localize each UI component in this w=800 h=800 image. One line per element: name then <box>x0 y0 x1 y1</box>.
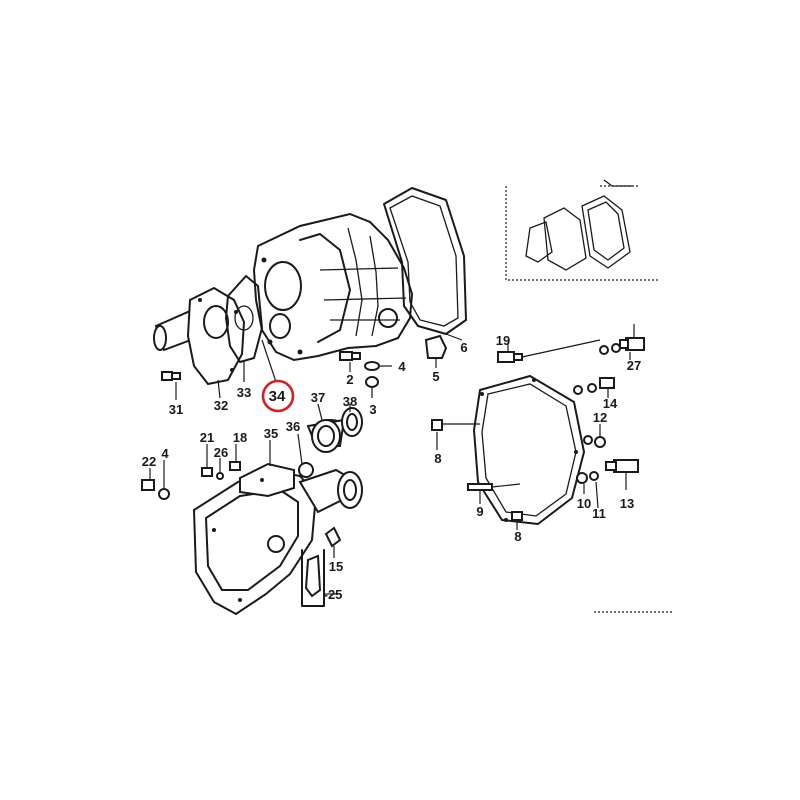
callout-19: 19 <box>496 333 510 348</box>
speedometer-gear-25 <box>301 526 342 607</box>
callout-8-upper: 8 <box>434 451 441 466</box>
callout-25: -25 <box>324 587 343 602</box>
callout-9: 9 <box>476 504 483 519</box>
callout-22: 22 <box>142 454 156 469</box>
extension-housing-35 <box>192 462 363 616</box>
callout-15: 15 <box>329 559 343 574</box>
callout-33: 33 <box>237 385 251 400</box>
callout-32: 32 <box>214 398 228 413</box>
gasket-6 <box>383 187 467 335</box>
bolt-2-group <box>339 351 392 398</box>
callout-31: 31 <box>169 402 183 417</box>
callout-8-lower: 8 <box>514 529 521 544</box>
callout-37: 37 <box>311 390 325 405</box>
side-cover-gasket <box>473 375 585 525</box>
inset-gasket-box <box>505 179 658 281</box>
callout-4-left: 4 <box>161 446 169 461</box>
highlight-ring <box>261 379 295 413</box>
gasket-33 <box>225 275 263 363</box>
transmission-case <box>252 212 414 362</box>
callout-13: 13 <box>620 496 634 511</box>
callout-34-highlighted: 34 <box>269 388 286 405</box>
callout-6: 6 <box>460 340 467 355</box>
callout-12: 12 <box>593 410 607 425</box>
callout-2: 2 <box>346 372 353 387</box>
plug-5 <box>424 334 448 359</box>
leader-lines <box>175 333 463 466</box>
callout-26: 26 <box>214 445 228 460</box>
bolt-31 <box>161 371 181 381</box>
fasteners-right <box>431 324 645 530</box>
bearing-retainer-32 <box>153 286 246 386</box>
callout-4-top: 4 <box>398 359 406 374</box>
sleeve-37 <box>306 418 346 453</box>
ring-38 <box>341 407 363 437</box>
callout-5: 5 <box>432 369 439 384</box>
callout-21: 21 <box>200 430 214 445</box>
callout-14: 14 <box>603 396 618 411</box>
callout-11: 11 <box>592 506 606 521</box>
callout-3: 3 <box>369 402 376 417</box>
callout-38: 38 <box>343 394 357 409</box>
callout-10: 10 <box>577 496 591 511</box>
small-parts-left <box>141 433 314 500</box>
callout-36: 36 <box>286 419 300 434</box>
callout-27: 27 <box>627 358 641 373</box>
callout-labels: 19 27 6 5 4 2 3 31 32 33 34 37 38 36 35 … <box>142 333 641 602</box>
callout-35: 35 <box>264 426 278 441</box>
callout-18: 18 <box>233 430 247 445</box>
